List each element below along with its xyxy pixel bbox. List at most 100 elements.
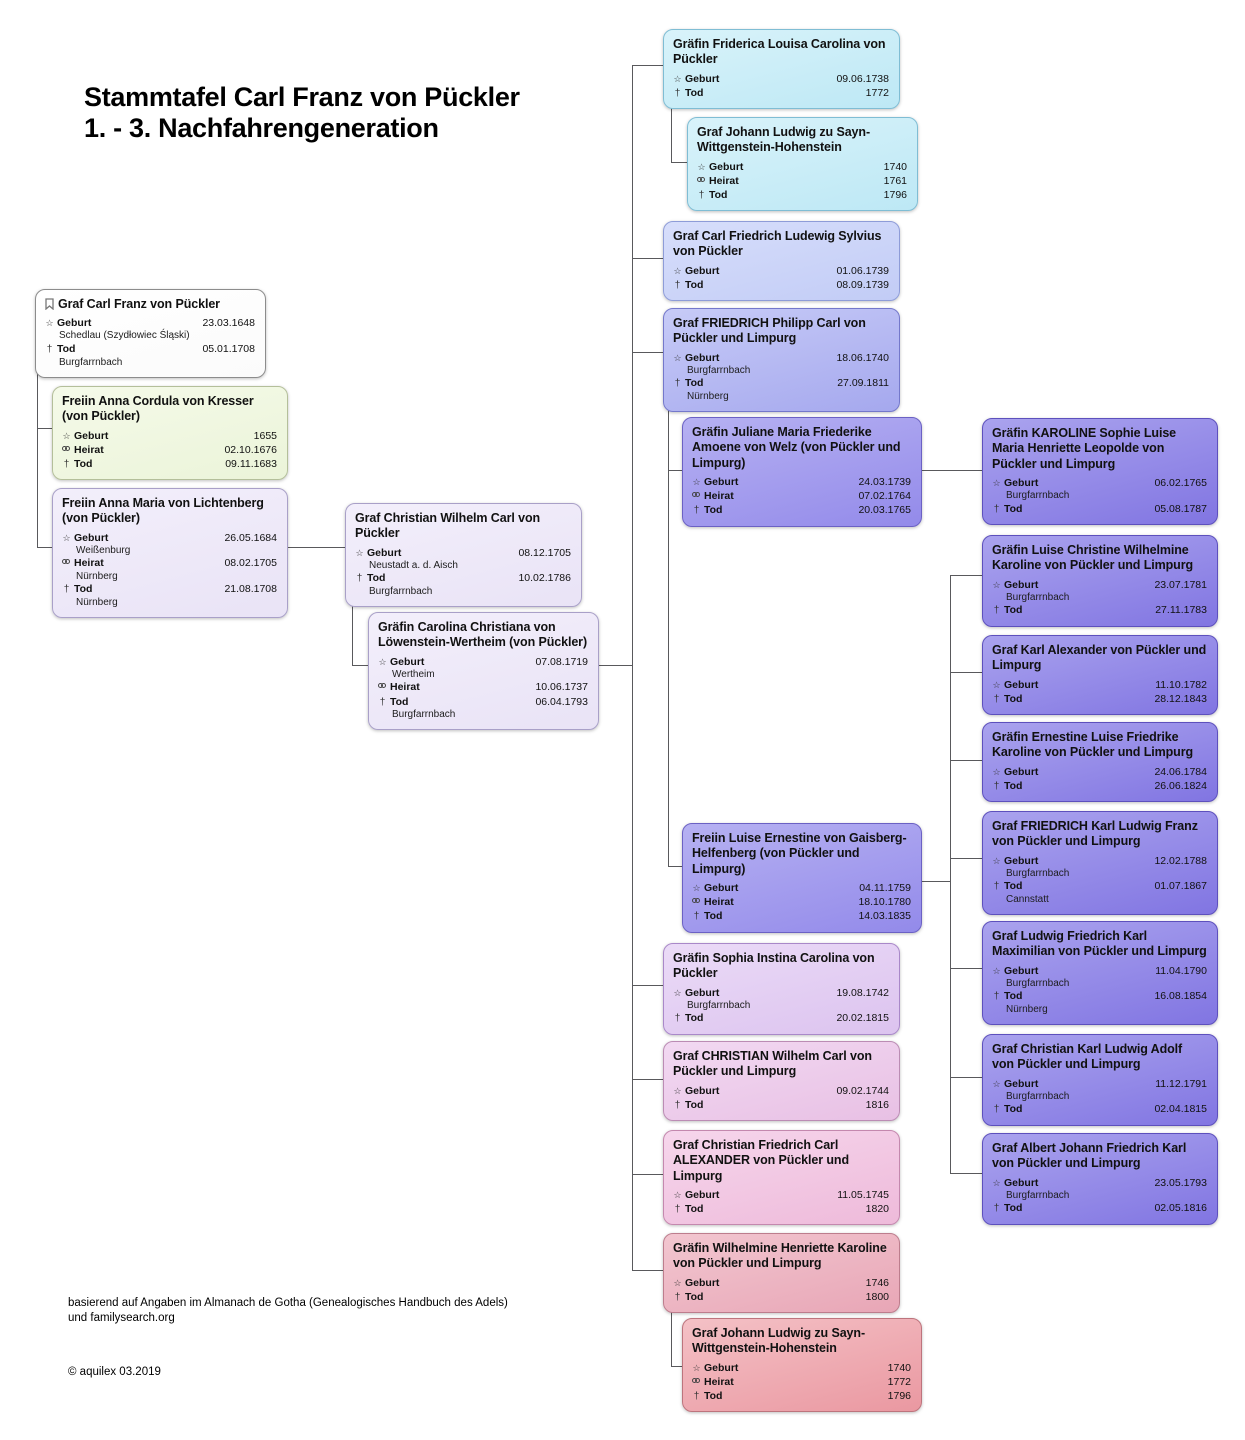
person-name: Gräfin Friderica Louisa Carolina von Püc…: [673, 37, 886, 67]
event-date: 19.08.1742: [836, 986, 889, 999]
tree-connector-line: [599, 665, 632, 666]
marriage-rings-icon: [692, 895, 701, 909]
event-label: Tod: [704, 1389, 723, 1402]
event-label: Geburt: [704, 1361, 739, 1374]
event-date: 1772: [887, 1375, 911, 1388]
marriage-rings-icon: [62, 556, 71, 570]
death-cross-icon: †: [698, 189, 705, 201]
birth-star-icon: ☆: [992, 1177, 1001, 1188]
tree-connector-line: [950, 575, 951, 1173]
tree-connector-line: [37, 370, 38, 547]
event-label: Tod: [685, 1290, 704, 1303]
tree-connector-line: [950, 968, 982, 969]
event-date: 11.05.1745: [837, 1188, 889, 1201]
person-name: Freiin Luise Ernestine von Gaisberg-Helf…: [692, 831, 907, 876]
event-date: 18.06.1740: [836, 351, 889, 364]
event-date: 02.04.1815: [1154, 1103, 1207, 1116]
source-note: basierend auf Angaben im Almanach de Got…: [68, 1296, 508, 1326]
person-card-karoline: Gräfin KAROLINE Sophie Luise Maria Henri…: [982, 418, 1218, 526]
death-cross-icon: †: [993, 503, 1000, 515]
event-label: Tod: [367, 572, 386, 585]
event-date: 06.04.1793: [535, 695, 588, 708]
event-date: 11.10.1782: [1155, 678, 1207, 691]
death-cross-icon: †: [993, 991, 1000, 1003]
event-label: Heirat: [704, 1375, 734, 1388]
person-card-wilhelmine: Gräfin Wilhelmine Henriette Karoline von…: [663, 1233, 900, 1314]
birth-star-icon: ☆: [692, 476, 701, 487]
event-date: 05.01.1708: [202, 343, 255, 356]
person-name: Graf FRIEDRICH Philipp Carl von Pückler …: [673, 316, 866, 346]
person-name: Graf Karl Alexander von Pückler und Limp…: [992, 643, 1207, 673]
event-date: 09.02.1744: [836, 1084, 889, 1097]
event-label: Tod: [74, 583, 93, 596]
person-name: Gräfin Luise Christine Wilhelmine Karoli…: [992, 543, 1193, 573]
person-name: Graf Johann Ludwig zu Sayn-Wittgenstein-…: [692, 1326, 866, 1356]
person-card-johann-ludwig-1: Graf Johann Ludwig zu Sayn-Wittgenstein-…: [687, 117, 918, 212]
person-name: Graf CHRISTIAN Wilhelm Carl von Pückler …: [673, 1049, 872, 1079]
death-cross-icon: †: [379, 696, 386, 708]
event-date: 01.06.1739: [836, 264, 889, 277]
person-name: Gräfin Carolina Christiana von Löwenstei…: [378, 620, 588, 650]
event-date: 1800: [865, 1290, 889, 1303]
page-title: Stammtafel Carl Franz von Pückler 1. - 3…: [84, 82, 520, 145]
event-date: 08.12.1705: [518, 546, 571, 559]
birth-star-icon: ☆: [992, 1078, 1001, 1089]
event-place: Burgfarrnbach: [1006, 977, 1070, 989]
marriage-rings-icon: [378, 680, 387, 694]
tree-connector-line: [671, 1366, 682, 1367]
person-name: Graf Albert Johann Friedrich Karl von Pü…: [992, 1141, 1187, 1171]
birth-star-icon: ☆: [45, 318, 54, 329]
event-label: Geburt: [685, 72, 720, 85]
death-cross-icon: †: [993, 780, 1000, 792]
person-card-carolina: Gräfin Carolina Christiana von Löwenstei…: [368, 612, 599, 730]
birth-star-icon: ☆: [673, 352, 682, 363]
birth-star-icon: ☆: [355, 547, 364, 558]
person-name: Graf FRIEDRICH Karl Ludwig Franz von Püc…: [992, 819, 1198, 849]
event-place: Neustadt a. d. Aisch: [369, 559, 458, 571]
event-label: Geburt: [390, 655, 425, 668]
tree-connector-line: [671, 1307, 672, 1366]
birth-star-icon: ☆: [992, 766, 1001, 777]
event-place: Burgfarrnbach: [1006, 591, 1070, 603]
bookmark-icon: [45, 298, 54, 310]
person-card-ernestine: Gräfin Ernestine Luise Friedrike Karolin…: [982, 722, 1218, 803]
event-place: Weißenburg: [76, 544, 131, 556]
birth-star-icon: ☆: [378, 656, 387, 667]
event-date: 23.03.1648: [202, 317, 255, 330]
event-date: 10.02.1786: [518, 572, 571, 585]
birth-star-icon: ☆: [673, 1277, 682, 1288]
tree-connector-line: [352, 596, 353, 665]
event-label: Geburt: [57, 317, 92, 330]
event-place: Schedlau (Szydłowiec Śląski): [59, 330, 190, 342]
event-date: 07.02.1764: [858, 489, 911, 502]
birth-star-icon: ☆: [992, 965, 1001, 976]
event-date: 1820: [865, 1202, 889, 1215]
death-cross-icon: †: [993, 605, 1000, 617]
marriage-rings-icon: [62, 443, 71, 457]
death-cross-icon: †: [674, 1203, 681, 1215]
event-date: 27.11.1783: [1155, 604, 1207, 617]
marriage-rings-icon: [692, 489, 701, 503]
event-place: Burgfarrnbach: [1006, 489, 1070, 501]
marriage-rings-icon: [692, 1375, 701, 1389]
event-place: Burgfarrnbach: [1006, 1189, 1070, 1201]
